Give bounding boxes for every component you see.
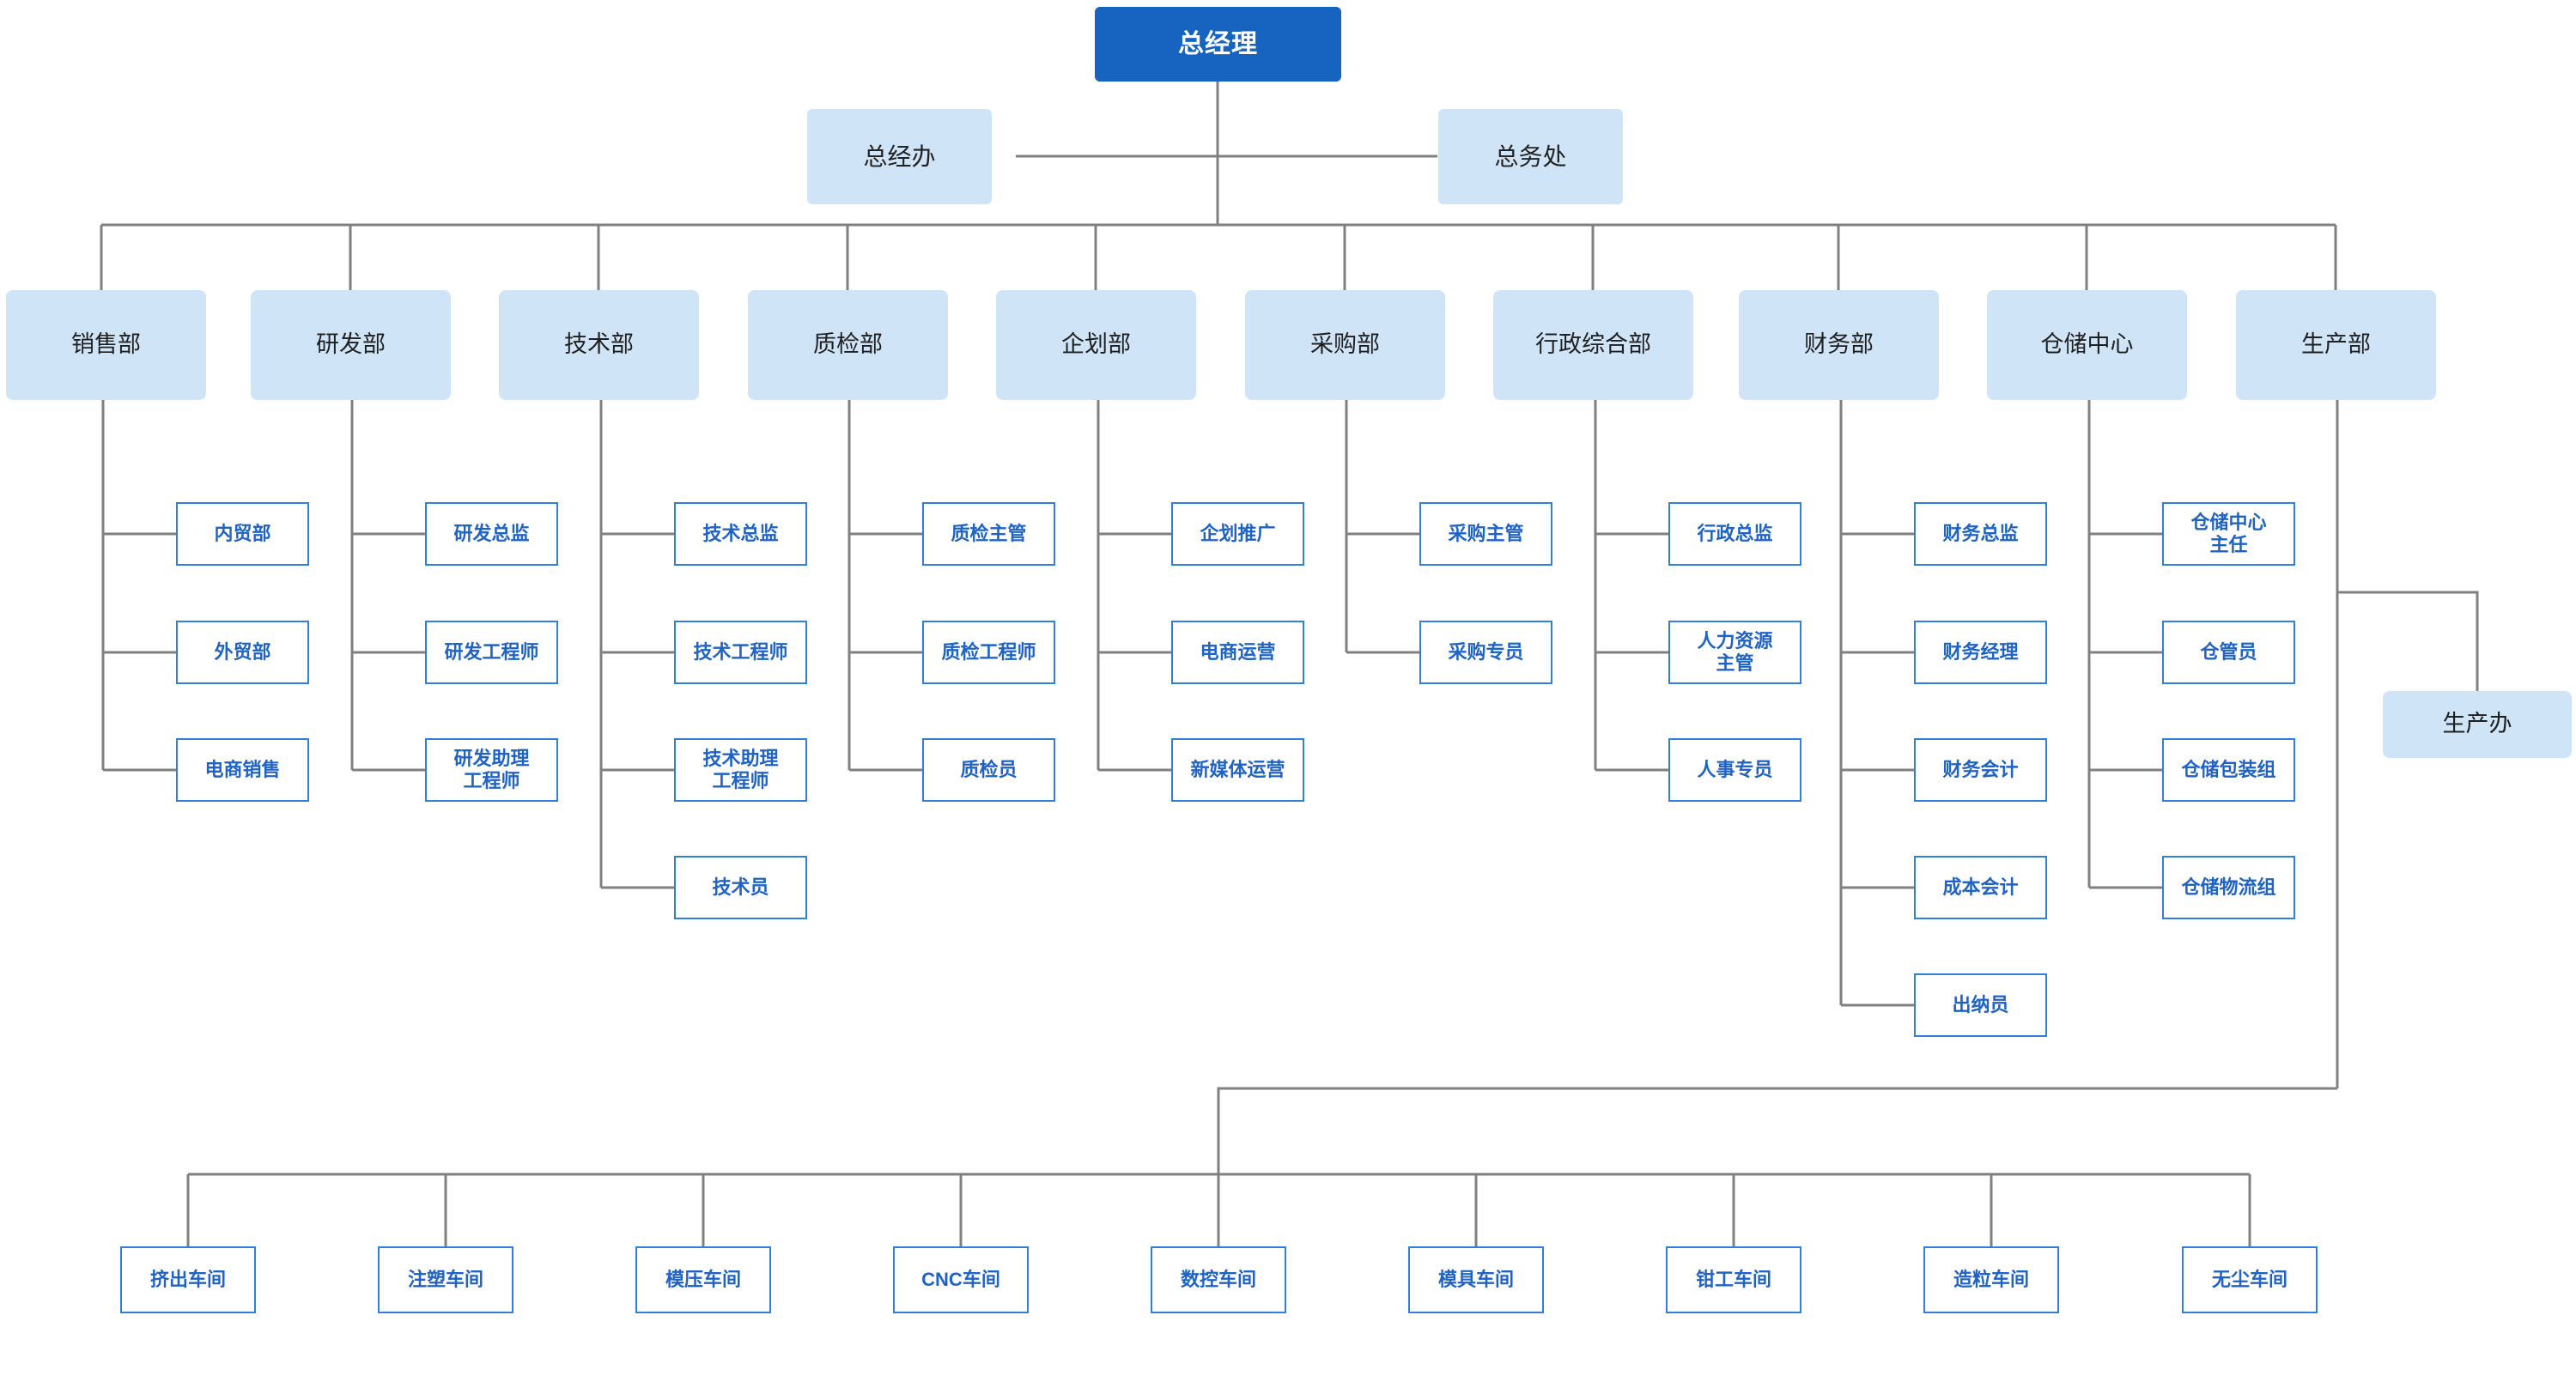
node-role-warehouse-packaging-team[interactable]: 仓储包装组: [2162, 738, 2295, 802]
node-dept-sales[interactable]: 销售部: [6, 290, 206, 400]
node-workshop-extrusion[interactable]: 挤出车间: [120, 1246, 256, 1313]
node-dept-quality[interactable]: 质检部: [748, 290, 948, 400]
node-general-manager[interactable]: 总经理: [1095, 7, 1341, 82]
node-role-qc-inspector[interactable]: 质检员: [922, 738, 1055, 802]
node-role-cost-accountant[interactable]: 成本会计: [1914, 856, 2047, 919]
node-workshop-compression-molding[interactable]: 模压车间: [635, 1246, 771, 1313]
node-role-ecommerce-sales[interactable]: 电商销售: [176, 738, 309, 802]
node-general-affairs[interactable]: 总务处: [1438, 109, 1623, 204]
node-role-warehouse-director[interactable]: 仓储中心 主任: [2162, 502, 2295, 566]
node-role-hr-specialist[interactable]: 人事专员: [1668, 738, 1801, 802]
node-role-purchasing-supervisor[interactable]: 采购主管: [1419, 502, 1552, 566]
node-workshop-numerical-control[interactable]: 数控车间: [1151, 1246, 1286, 1313]
node-gm-office[interactable]: 总经办: [807, 109, 992, 204]
node-role-purchasing-specialist[interactable]: 采购专员: [1419, 621, 1552, 684]
node-dept-finance[interactable]: 财务部: [1739, 290, 1939, 400]
node-role-finance-director[interactable]: 财务总监: [1914, 502, 2047, 566]
node-role-technician[interactable]: 技术员: [674, 856, 807, 919]
node-role-tech-director[interactable]: 技术总监: [674, 502, 807, 566]
node-workshop-mold[interactable]: 模具车间: [1408, 1246, 1544, 1313]
node-production-office[interactable]: 生产办: [2383, 691, 2572, 758]
node-dept-warehouse[interactable]: 仓储中心: [1987, 290, 2187, 400]
node-dept-production[interactable]: 生产部: [2236, 290, 2436, 400]
node-dept-planning[interactable]: 企划部: [996, 290, 1196, 400]
node-role-financial-accountant[interactable]: 财务会计: [1914, 738, 2047, 802]
node-role-rnd-director[interactable]: 研发总监: [425, 502, 558, 566]
node-role-cashier[interactable]: 出纳员: [1914, 973, 2047, 1037]
node-role-tech-assistant-engineer[interactable]: 技术助理 工程师: [674, 738, 807, 802]
node-dept-technical[interactable]: 技术部: [499, 290, 699, 400]
node-role-tech-engineer[interactable]: 技术工程师: [674, 621, 807, 684]
node-role-ecommerce-operations[interactable]: 电商运营: [1171, 621, 1304, 684]
node-dept-purchasing[interactable]: 采购部: [1245, 290, 1445, 400]
node-workshop-granulation[interactable]: 造粒车间: [1923, 1246, 2059, 1313]
node-role-finance-manager[interactable]: 财务经理: [1914, 621, 2047, 684]
node-role-foreign-trade[interactable]: 外贸部: [176, 621, 309, 684]
node-workshop-injection-molding[interactable]: 注塑车间: [378, 1246, 513, 1313]
node-workshop-cnc[interactable]: CNC车间: [893, 1246, 1029, 1313]
node-role-admin-director[interactable]: 行政总监: [1668, 502, 1801, 566]
node-role-qc-engineer[interactable]: 质检工程师: [922, 621, 1055, 684]
node-workshop-fitter[interactable]: 钳工车间: [1666, 1246, 1801, 1313]
node-role-new-media-operations[interactable]: 新媒体运营: [1171, 738, 1304, 802]
node-role-rnd-engineer[interactable]: 研发工程师: [425, 621, 558, 684]
node-role-hr-supervisor[interactable]: 人力资源 主管: [1668, 621, 1801, 684]
node-role-planning-promotion[interactable]: 企划推广: [1171, 502, 1304, 566]
node-dept-rnd[interactable]: 研发部: [251, 290, 451, 400]
node-role-domestic-trade[interactable]: 内贸部: [176, 502, 309, 566]
node-role-warehouse-logistics-team[interactable]: 仓储物流组: [2162, 856, 2295, 919]
node-role-qc-supervisor[interactable]: 质检主管: [922, 502, 1055, 566]
node-workshop-cleanroom[interactable]: 无尘车间: [2182, 1246, 2318, 1313]
node-role-rnd-assistant-engineer[interactable]: 研发助理 工程师: [425, 738, 558, 802]
node-dept-administration[interactable]: 行政综合部: [1493, 290, 1693, 400]
node-role-warehouse-keeper[interactable]: 仓管员: [2162, 621, 2295, 684]
